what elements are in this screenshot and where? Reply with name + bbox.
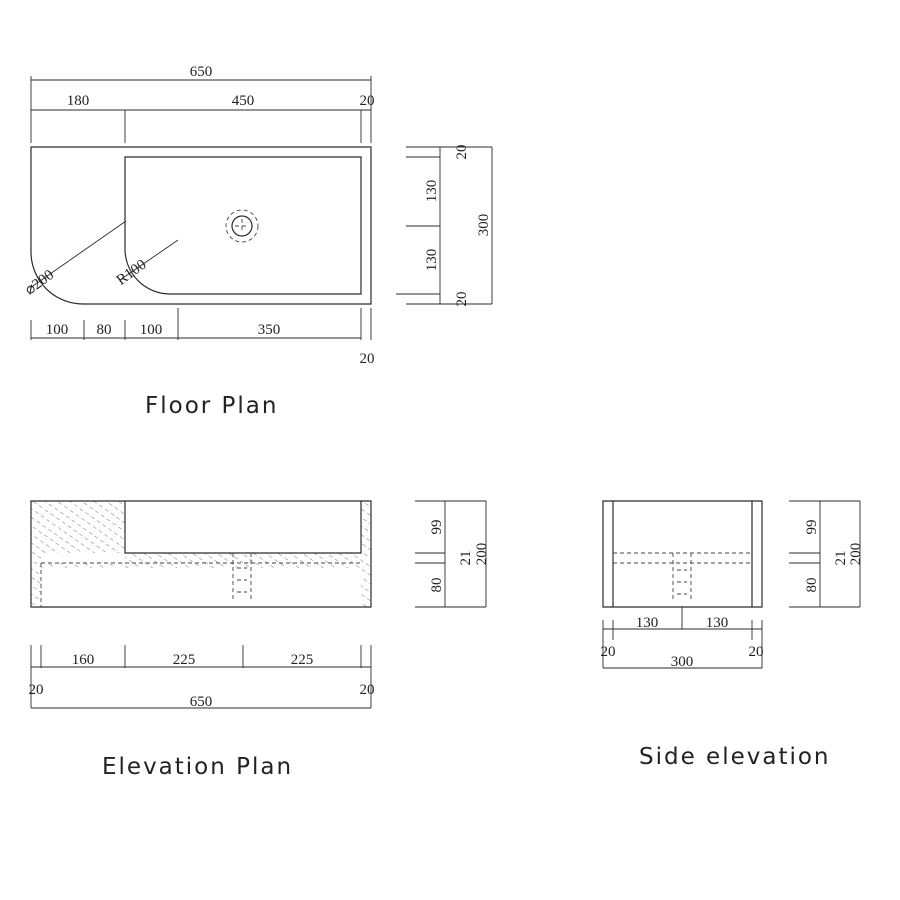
side-elev-dim-right-20: 20 bbox=[749, 644, 764, 660]
elev-dim-21: 21 bbox=[458, 551, 474, 566]
hatch-right-wall bbox=[361, 501, 371, 607]
leader-diameter bbox=[29, 220, 127, 289]
side-elev-dim-130a: 130 bbox=[636, 615, 659, 631]
dim-top-180: 180 bbox=[67, 93, 90, 109]
hatch-bowl-floor bbox=[125, 553, 361, 563]
elev-dim-225a: 225 bbox=[173, 652, 196, 668]
dim-bottom-100a: 100 bbox=[46, 322, 69, 338]
side-elevation: 130 130 20 20 300 99 21 80 200 bbox=[601, 500, 864, 670]
elev-dim-650: 650 bbox=[190, 694, 213, 710]
dim-bottom-80: 80 bbox=[97, 322, 112, 338]
dim-side-20-bottom: 20 bbox=[454, 292, 470, 307]
elev-dim-left-20: 20 bbox=[29, 682, 44, 698]
elevation-plan: 160 225 225 20 20 650 99 21 80 200 bbox=[29, 500, 490, 710]
basin-outline bbox=[30, 146, 372, 305]
side-elev-dim-300: 300 bbox=[671, 654, 694, 670]
elev-dim-99: 99 bbox=[429, 520, 445, 535]
side-elev-dim-99: 99 bbox=[804, 520, 820, 535]
elevation-outline bbox=[30, 500, 372, 608]
dim-bottom-100b: 100 bbox=[140, 322, 163, 338]
hatch-left-block bbox=[31, 501, 125, 553]
dim-bottom-350: 350 bbox=[258, 322, 281, 338]
dim-side-20-top: 20 bbox=[454, 145, 470, 160]
dim-side-130b: 130 bbox=[424, 249, 440, 272]
elevation-drain-pipe bbox=[232, 553, 252, 600]
floor-plan: 650 180 450 20 ⌀200 R100 100 80 100 350 bbox=[22, 64, 493, 367]
elev-dim-80: 80 bbox=[429, 578, 445, 593]
dim-top-20: 20 bbox=[360, 93, 375, 109]
elevation-plan-caption: Elevation Plan bbox=[102, 754, 294, 780]
leader-radius bbox=[119, 239, 179, 281]
dim-side-300: 300 bbox=[476, 214, 492, 237]
dim-overall-width: 650 bbox=[190, 64, 213, 80]
floor-plan-caption: Floor Plan bbox=[145, 393, 279, 419]
elev-dim-225b: 225 bbox=[291, 652, 314, 668]
side-elev-dim-200: 200 bbox=[848, 543, 864, 566]
side-elev-dim-130b: 130 bbox=[706, 615, 729, 631]
elevation-bowl bbox=[124, 501, 362, 554]
dim-bottom-right-20: 20 bbox=[360, 351, 375, 367]
hatch-left-wall bbox=[31, 553, 41, 607]
elev-dim-right-20: 20 bbox=[360, 682, 375, 698]
dim-radius-100: R100 bbox=[114, 257, 150, 289]
dim-top-450: 450 bbox=[232, 93, 255, 109]
hatch-under-bowl bbox=[41, 563, 361, 568]
side-elev-dim-80: 80 bbox=[804, 578, 820, 593]
elev-dim-200: 200 bbox=[474, 543, 490, 566]
side-elev-outline bbox=[602, 500, 763, 608]
basin-bowl bbox=[124, 156, 362, 295]
drain-outer-circle bbox=[225, 209, 259, 243]
side-elev-dim-21: 21 bbox=[833, 551, 849, 566]
side-elev-drain-pipe bbox=[672, 553, 692, 600]
side-elev-dim-left-20: 20 bbox=[601, 644, 616, 660]
elev-dim-160: 160 bbox=[72, 652, 95, 668]
dim-side-130a: 130 bbox=[424, 180, 440, 203]
side-elevation-caption: Side elevation bbox=[639, 744, 831, 770]
drain-icon bbox=[231, 215, 253, 237]
